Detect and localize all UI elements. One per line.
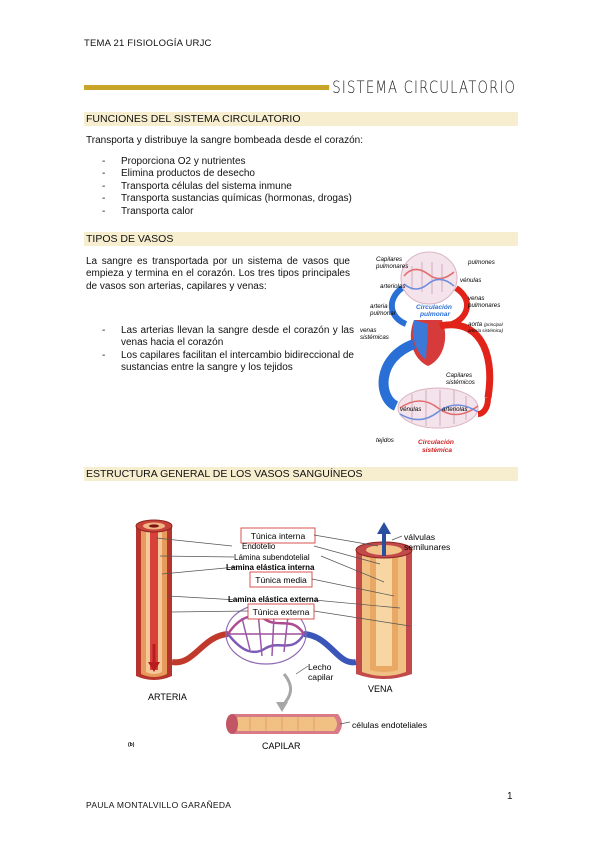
label-lamina-elastica-interna: Lamina elástica interna [226, 563, 315, 572]
label-capilares-sistemicos-2: sistémicos [446, 379, 475, 386]
systemic-capillary-bed [397, 387, 479, 429]
title-container: SISTEMA CIRCULATORIO [84, 74, 518, 102]
pulmonary-artery-vessel [389, 285, 408, 327]
document-title: SISTEMA CIRCULATORIO [329, 74, 518, 102]
list-item: Proporciona O2 y nutrientes [86, 156, 506, 169]
document-header: TEMA 21 FISIOLOGÍA URJC [84, 38, 212, 49]
section-heading-funciones: FUNCIONES DEL SISTEMA CIRCULATORIO [84, 112, 518, 126]
label-tunica-interna: Túnica interna [251, 531, 306, 541]
label-arteriolas-top: arteriolas [380, 283, 405, 290]
label-celulas-endoteliales: células endoteliales [352, 720, 427, 730]
page-number: 1 [507, 791, 513, 802]
arrow-to-capillary [280, 673, 292, 708]
label-aorta: aorta [468, 321, 483, 328]
list-item: Las arterias llevan la sangre desde el c… [86, 325, 354, 350]
capillary-tube-illustration [226, 714, 342, 734]
label-venas-sistemicas-1: venas [360, 327, 377, 334]
section-heading-estructura: ESTRUCTURA GENERAL DE LOS VASOS SANGUÍNE… [84, 467, 518, 481]
funciones-intro: Transporta y distribuye la sangre bombea… [86, 135, 364, 146]
heart-icon [410, 320, 446, 366]
label-valvulas-2: semilunares [404, 542, 450, 552]
systemic-vein-vessel [378, 339, 417, 411]
vein-illustration [355, 522, 413, 679]
label-arteria-pulmonar-1: arteria [370, 303, 388, 310]
label-lamina-elastica-externa: Lamina elástica externa [228, 595, 319, 604]
title-rule [84, 85, 518, 90]
label-venas-sistemicas-2: sistémicas [360, 334, 389, 341]
label-circulacion-sistemica-2: sistémica [422, 447, 452, 454]
label-aorta-note-1: (principal [484, 322, 504, 327]
list-item: Los capilares facilitan el intercambio b… [86, 350, 354, 375]
artery-illustration [135, 519, 173, 680]
vessel-structure-diagram: Túnica interna Endotelio Lámina subendot… [128, 519, 450, 751]
circulation-diagram: Capilares pulmonares pulmones vénulas ar… [360, 251, 504, 454]
label-circulacion-sistemica-1: Circulación [418, 439, 454, 446]
label-pulmones: pulmones [467, 259, 495, 266]
label-venas-pulmonares-1: venas [468, 295, 485, 302]
label-capilares-pulmonares-1: Capilares [376, 256, 402, 263]
label-capilares-pulmonares-2: pulmonares [375, 263, 408, 270]
pulmonary-capillary-bed [400, 251, 458, 305]
document-footer: PAULA MONTALVILLO GARAÑEDA [86, 800, 232, 810]
label-lecho-2: capilar [308, 672, 333, 682]
label-venulas-bottom: vénulas [400, 406, 421, 413]
leader-lines [155, 534, 411, 725]
label-valvulas-1: válvulas [404, 532, 435, 542]
label-arteria-pulmonar-2: pulmonar [369, 310, 397, 317]
label-vena: VENA [368, 684, 393, 694]
pulmonary-vein-vessel [450, 285, 470, 327]
list-item: Transporta células del sistema inmune [86, 181, 506, 194]
label-lecho-1: Lecho [308, 662, 332, 672]
section-heading-tipos: TIPOS DE VASOS [84, 232, 518, 246]
label-tejidos: tejidos [376, 437, 394, 444]
aorta-vessel [439, 321, 494, 399]
tipos-paragraph: La sangre es transportada por un sistema… [86, 256, 350, 292]
label-circulacion-pulmonar-2: pulmonar [419, 311, 450, 318]
label-tunica-media: Túnica media [255, 575, 307, 585]
list-item: Transporta calor [86, 206, 506, 219]
box-tunica-media [249, 571, 313, 588]
arrow-head [276, 702, 288, 712]
label-capilar: CAPILAR [262, 741, 301, 751]
funciones-list: Proporciona O2 y nutrientes Elimina prod… [86, 156, 506, 218]
tipos-list: Las arterias llevan la sangre desde el c… [86, 325, 354, 375]
box-tunica-externa [247, 603, 315, 620]
label-venas-pulmonares-2: pulmonares [467, 302, 500, 309]
label-endotelio: Endotelio [242, 542, 276, 551]
list-item: Transporta sustancias químicas (hormonas… [86, 193, 506, 206]
label-circulacion-pulmonar-1: Circulación [416, 304, 452, 311]
list-item: Elimina productos de desecho [86, 168, 506, 181]
label-arteria: ARTERIA [148, 692, 187, 702]
panel-tag: (b) [128, 742, 135, 748]
label-venulas-top: vénulas [460, 277, 481, 284]
label-capilares-sistemicos-1: Capilares [446, 372, 472, 379]
label-tunica-externa: Túnica externa [253, 607, 310, 617]
label-lamina-subendotelial: Lámina subendotelial [234, 553, 310, 562]
label-arteriolas-bottom: arteriolas [442, 406, 467, 413]
label-aorta-note-2: arteria sistémica) [468, 328, 503, 333]
